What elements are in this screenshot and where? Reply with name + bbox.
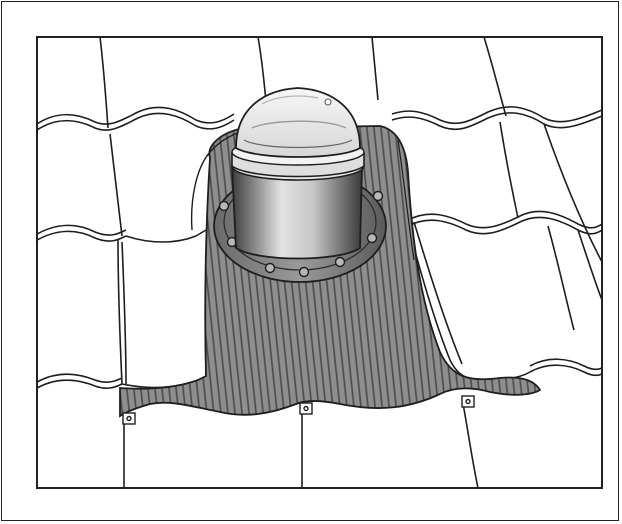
tile-course-1-right (391, 112, 602, 131)
tile-right-edge-2 (413, 221, 463, 365)
collar-bolts (218, 190, 384, 278)
bolt-icon (264, 262, 276, 274)
tile-edge-v6 (499, 121, 519, 219)
tile-course-3b-right (529, 358, 602, 371)
tile-left-upper (125, 229, 207, 243)
tile-far-right (543, 123, 602, 263)
bolt-icon (372, 190, 384, 202)
tile-course-3-right (529, 364, 602, 377)
bolt-icon (366, 232, 378, 244)
tile-course-1 (37, 112, 235, 131)
tile-edge-v3 (371, 37, 379, 101)
tile-course-3b-left (37, 373, 123, 383)
tile-course-2b-right (407, 210, 602, 229)
tile-course-1b-right (391, 106, 602, 125)
bolt-icon (218, 200, 230, 212)
bolt-icon (298, 266, 310, 278)
tile-course-3-left (37, 379, 123, 389)
tile-edge-v1 (99, 37, 109, 129)
screw-icon (303, 405, 309, 412)
tile-course-2-left (37, 230, 127, 242)
bolt-icon (334, 256, 346, 268)
tile-edge-v7 (121, 241, 127, 385)
tile-edge-v8 (547, 225, 575, 331)
tile-edge-v5 (109, 133, 123, 237)
dome-vent-icon (324, 98, 332, 106)
screw-icon (465, 398, 471, 405)
tile-course-2b-left (37, 224, 127, 236)
tile-edge-v4 (483, 37, 507, 117)
dome-highlight-2 (261, 95, 319, 105)
skylight-tube (231, 165, 363, 260)
flashing-right-edge (397, 139, 415, 261)
tile-course-1b (37, 106, 235, 125)
screw-icon (126, 415, 132, 422)
dome-inner-rim (243, 139, 353, 149)
tile-course-2-right (407, 216, 602, 235)
dome-highlight (251, 120, 347, 129)
tile-far-right-2 (577, 229, 602, 301)
mounting-tabs (122, 395, 475, 425)
